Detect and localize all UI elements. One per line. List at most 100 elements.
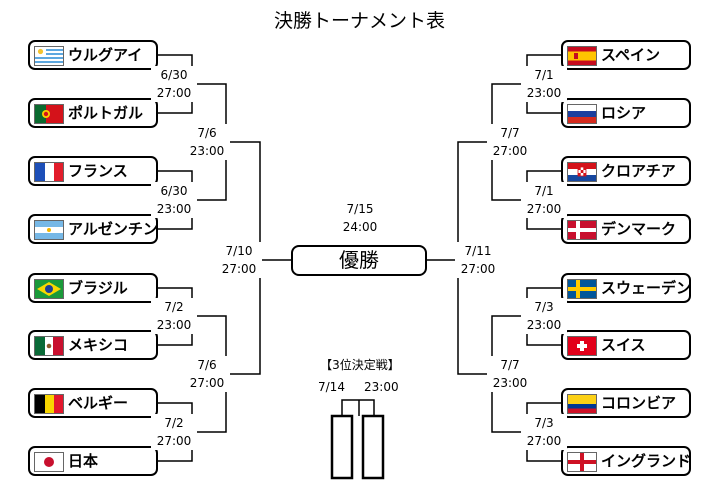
match-datetime: 7/11 27:00 xyxy=(455,242,501,278)
match-date: 7/11 xyxy=(464,244,492,258)
match-time: 27:00 xyxy=(526,434,562,448)
team-sweden: スウェーデン xyxy=(561,273,691,303)
uruguay-flag-icon xyxy=(34,46,64,66)
match-datetime: 7/3 23:00 xyxy=(521,298,567,334)
match-datetime: 7/10 27:00 xyxy=(216,242,262,278)
switzerland-flag-icon xyxy=(567,336,597,356)
team-france: フランス xyxy=(28,156,158,186)
colombia-flag-icon xyxy=(567,394,597,414)
team-england: イングランド xyxy=(561,446,691,476)
team-japan: 日本 xyxy=(28,446,158,476)
team-name: ブラジル xyxy=(68,279,128,297)
team-argentina: アルゼンチン xyxy=(28,214,158,244)
match-datetime: 7/3 27:00 xyxy=(521,414,567,450)
sweden-flag-icon xyxy=(567,279,597,299)
russia-flag-icon xyxy=(567,104,597,124)
final-time: 24:00 xyxy=(342,220,378,234)
match-time: 27:00 xyxy=(492,144,528,158)
team-name: ポルトガル xyxy=(68,104,144,122)
match-date: 7/2 xyxy=(164,416,184,430)
match-datetime: 7/6 23:00 xyxy=(184,124,230,160)
match-time: 23:00 xyxy=(526,86,562,100)
brazil-flag-icon xyxy=(34,279,64,299)
croatia-flag-icon xyxy=(567,162,597,182)
team-uruguay: ウルグアイ xyxy=(28,40,158,70)
match-time: 23:00 xyxy=(156,202,192,216)
match-date: 7/7 xyxy=(500,126,520,140)
match-datetime: 7/6 27:00 xyxy=(184,356,230,392)
page-title: 決勝トーナメント表 xyxy=(273,10,445,32)
team-name: イングランド xyxy=(601,452,692,470)
mexico-flag-icon xyxy=(34,336,64,356)
team-colombia: コロンビア xyxy=(561,388,691,418)
denmark-flag-icon xyxy=(567,220,597,240)
team-mexico: メキシコ xyxy=(28,330,158,360)
team-name: クロアチア xyxy=(601,162,676,180)
match-datetime: 7/7 27:00 xyxy=(487,124,533,160)
france-flag-icon xyxy=(34,162,64,182)
match-time: 23:00 xyxy=(156,318,192,332)
match-datetime: 7/1 23:00 xyxy=(521,66,567,102)
match-date: 7/2 xyxy=(164,300,184,314)
line-third-top xyxy=(341,399,375,416)
team-russia: ロシア xyxy=(561,98,691,128)
team-name: アルゼンチン xyxy=(68,220,158,238)
match-date: 7/1 xyxy=(534,184,554,198)
third-place-label: 【3位決定戦】 xyxy=(320,358,400,372)
match-date: 7/7 xyxy=(500,358,520,372)
match-datetime: 6/30 23:00 xyxy=(151,182,197,218)
england-flag-icon xyxy=(567,452,597,472)
spain-flag-icon xyxy=(567,46,597,66)
match-datetime: 7/7 23:00 xyxy=(487,356,533,392)
team-spain: スペイン xyxy=(561,40,691,70)
team-name: スウェーデン xyxy=(601,279,692,297)
team-brazil: ブラジル xyxy=(28,273,158,303)
team-name: コロンビア xyxy=(601,394,677,412)
team-name: ウルグアイ xyxy=(68,46,143,64)
match-date: 7/3 xyxy=(534,416,554,430)
match-date: 7/1 xyxy=(534,68,554,82)
team-switzerland: スイス xyxy=(561,330,691,360)
team-belgium: ベルギー xyxy=(28,388,158,418)
match-time: 23:00 xyxy=(526,318,562,332)
team-name: 日本 xyxy=(68,452,99,470)
match-datetime: 6/30 27:00 xyxy=(151,66,197,102)
team-name: フランス xyxy=(68,162,128,180)
match-time: 23:00 xyxy=(189,144,225,158)
team-portugal: ポルトガル xyxy=(28,98,158,128)
team-name: メキシコ xyxy=(68,336,129,354)
team-name: デンマーク xyxy=(601,220,677,238)
final-date: 7/15 xyxy=(346,202,374,216)
argentina-flag-icon xyxy=(34,220,64,240)
match-date: 6/30 xyxy=(160,68,188,82)
third-place-slot-left xyxy=(330,414,354,480)
team-name: ロシア xyxy=(601,104,647,122)
final-box: 優勝 xyxy=(291,245,427,276)
portugal-flag-icon xyxy=(34,104,64,124)
match-datetime: 7/2 23:00 xyxy=(151,298,197,334)
third-place-date: 7/14 xyxy=(318,380,345,394)
team-denmark: デンマーク xyxy=(561,214,691,244)
third-place-slot-right xyxy=(361,414,385,480)
match-time: 27:00 xyxy=(460,262,496,276)
match-time: 23:00 xyxy=(492,376,528,390)
third-place-time: 23:00 xyxy=(364,380,399,394)
match-date: 7/3 xyxy=(534,300,554,314)
match-date: 7/6 xyxy=(197,126,217,140)
match-date: 6/30 xyxy=(160,184,188,198)
team-name: ベルギー xyxy=(68,394,129,412)
japan-flag-icon xyxy=(34,452,64,472)
belgium-flag-icon xyxy=(34,394,64,414)
match-date: 7/6 xyxy=(197,358,217,372)
match-time: 27:00 xyxy=(156,86,192,100)
match-time: 27:00 xyxy=(221,262,257,276)
team-croatia: クロアチア xyxy=(561,156,691,186)
team-name: スペイン xyxy=(601,46,660,64)
match-date: 7/10 xyxy=(225,244,253,258)
team-name: スイス xyxy=(601,336,646,354)
match-time: 27:00 xyxy=(189,376,225,390)
final-datetime: 7/15 24:00 xyxy=(330,200,390,236)
